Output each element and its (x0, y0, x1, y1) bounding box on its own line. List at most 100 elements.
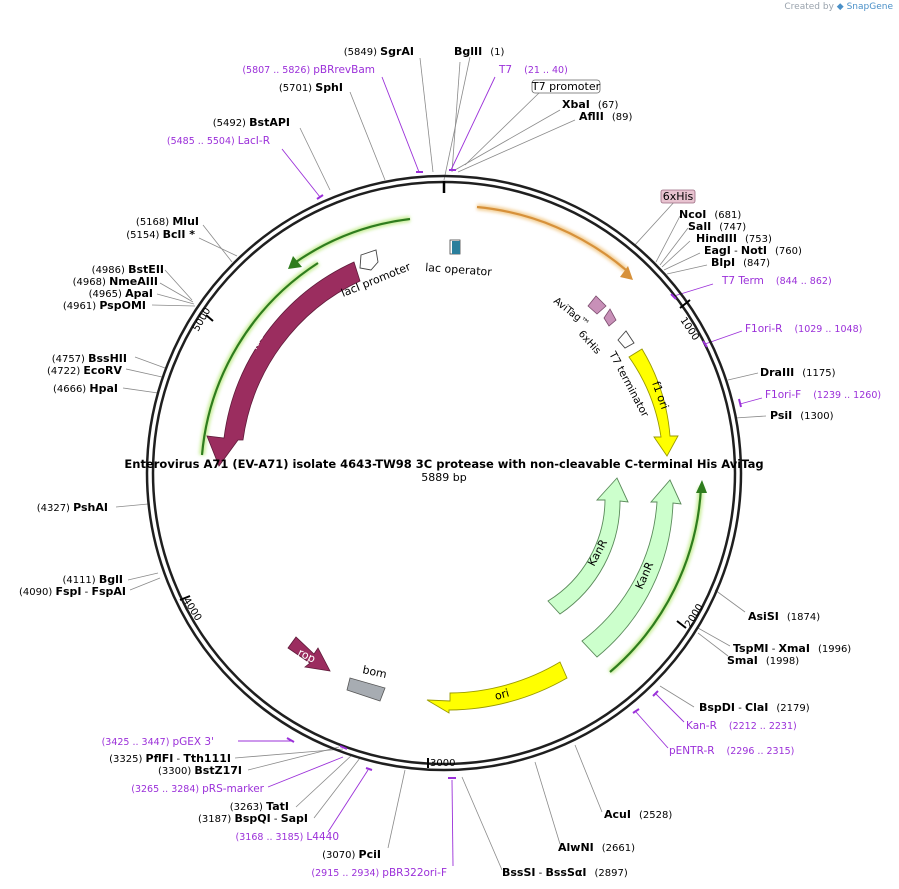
site-name: EagI (704, 244, 731, 257)
site-name: BglII (454, 45, 482, 58)
site-name: BspDI (699, 701, 735, 714)
credit-brand: SnapGene (846, 2, 893, 12)
backbone (145, 174, 743, 772)
primer-range: (1239 .. 1260) (813, 390, 881, 401)
site-name: NmeAIII (109, 275, 158, 288)
primer-range: (3265 .. 3284) (131, 784, 202, 795)
site-name: PspOMI (99, 299, 146, 312)
primer-name: pENTR-R (669, 745, 715, 757)
site-name: HindIII (696, 232, 737, 245)
site-separator: - (173, 754, 183, 765)
primer-name: T7 Term (721, 275, 764, 287)
primer-name: pRS-marker (202, 783, 265, 795)
site-bspdi: BspDI - ClaI(2179) (699, 701, 810, 714)
site-separator: - (536, 868, 546, 879)
primer-t7: T7(21 .. 40) (498, 64, 568, 76)
primer-name: pBR322ori-F (382, 867, 447, 879)
green-feature-arrow-right (608, 480, 707, 675)
site-name: SmaI (727, 654, 758, 667)
primer-range: (844 .. 862) (776, 276, 832, 287)
site-tati: (3263) TatI (230, 800, 289, 813)
site-bsshii: (4757) BssHII (52, 352, 127, 365)
site-position: (1175) (802, 368, 835, 379)
primer-range: (2212 .. 2231) (729, 721, 797, 732)
site-bsteii: (4986) BstEII (92, 263, 164, 276)
site-position: (3070) (322, 850, 358, 861)
site-name-2: NotI (741, 244, 767, 257)
tick-label-3000: 3000 (430, 758, 455, 769)
ori-feature: ori (426, 661, 568, 714)
primer-pentr-r: pENTR-R(2296 .. 2315) (669, 745, 794, 757)
bom-feature: bom (346, 663, 388, 702)
site-position: (67) (598, 100, 619, 111)
site-ecorv: (4722) EcoRV (47, 364, 122, 377)
site-name: AlwNI (558, 841, 594, 854)
site-position: (4965) (89, 289, 125, 300)
primer-name: pBRrevBam (313, 64, 375, 76)
site-labels: BglII(1)XbaI(67)AflII(89)NcoI(681)SalI(7… (19, 45, 851, 879)
primer-pgex-3: (3425 .. 3447) pGEX 3' (102, 736, 214, 748)
site-name: FspI (55, 585, 81, 598)
site-acui: AcuI(2528) (604, 808, 672, 821)
t7-promoter-box: T7 promoter (531, 79, 601, 94)
site-position: (2528) (639, 810, 672, 821)
site-position: (4722) (47, 366, 83, 377)
site-name-2: BssSαI (545, 866, 586, 879)
site-name: AsiSI (748, 610, 779, 623)
site-name-2: XmaI (778, 642, 809, 655)
site-position: (4968) (73, 277, 109, 288)
site-name-2: Tth111I (183, 752, 231, 765)
site-name: XbaI (562, 98, 590, 111)
site-hindiii: HindIII (753) (696, 232, 772, 245)
site-hpai: (4666) HpaI (53, 382, 118, 395)
primer-f1ori-r: F1ori-R(1029 .. 1048) (745, 323, 862, 335)
site-tspmi: TspMI - XmaI(1996) (733, 642, 851, 655)
site-name: TatI (266, 800, 289, 813)
site-position: (4111) (62, 575, 98, 586)
site-position: (4327) (37, 503, 73, 514)
primer-range: (3425 .. 3447) (102, 737, 173, 748)
site-apai: (4965) ApaI (89, 287, 153, 300)
site-position: (681) (714, 210, 741, 221)
site-position: (4090) (19, 587, 55, 598)
primer-t7-term: T7 Term (844 .. 862) (721, 275, 832, 287)
site-name: SgrAI (380, 45, 414, 58)
rop-feature: rop (287, 636, 331, 672)
site-position: (747) (719, 222, 746, 233)
credit-prefix: Created by (784, 2, 834, 12)
site-blpi: BlpI(847) (711, 256, 770, 269)
site-bgli: (4111) BglI (62, 573, 123, 586)
site-name: BspQI (234, 812, 270, 825)
site-position: (753) (745, 234, 772, 245)
primer-name: T7 (498, 64, 512, 76)
primer-name: LacI-R (238, 135, 270, 147)
kanr-feature-1: KanR (547, 477, 629, 615)
site-position: (5849) (344, 47, 380, 58)
site-sali: SalI (747) (688, 220, 746, 233)
his6-feature-label: 6xHis (576, 329, 603, 357)
site-position: (4666) (53, 384, 89, 395)
site-bstz17i: (3300) BstZ17I (158, 764, 242, 777)
site-bcli: (5154) BclI * (126, 228, 195, 241)
site-bstapi: (5492) BstAPI (213, 116, 290, 129)
primer-name: F1ori-R (745, 323, 782, 335)
t7-promoter-label: T7 promoter (531, 80, 601, 93)
site-draiii: DraIII(1175) (760, 366, 836, 379)
primer-pbrrevbam: (5807 .. 5826) pBRrevBam (242, 64, 375, 76)
site-position: (2661) (602, 843, 635, 854)
site-position: (3187) (198, 814, 234, 825)
orange-feature-arrow (476, 204, 633, 280)
site-name: PshAI (73, 501, 108, 514)
primer-f1ori-f: F1ori-F(1239 .. 1260) (765, 389, 881, 401)
primer-name: pGEX 3' (172, 736, 214, 748)
primer-range: (2915 .. 2934) (311, 868, 382, 879)
site-leader-lines (115, 56, 767, 871)
primer-l4440: (3168 .. 3185) L4440 (236, 831, 339, 843)
site-name: SalI (688, 220, 711, 233)
site-name: BssSI (502, 866, 536, 879)
green-feature-arrow-left (199, 216, 411, 456)
site-position: (4961) (63, 301, 99, 312)
site-position: (5154) (126, 230, 162, 241)
site-name: NcoI (679, 208, 706, 221)
site-name: PflFI (146, 752, 174, 765)
